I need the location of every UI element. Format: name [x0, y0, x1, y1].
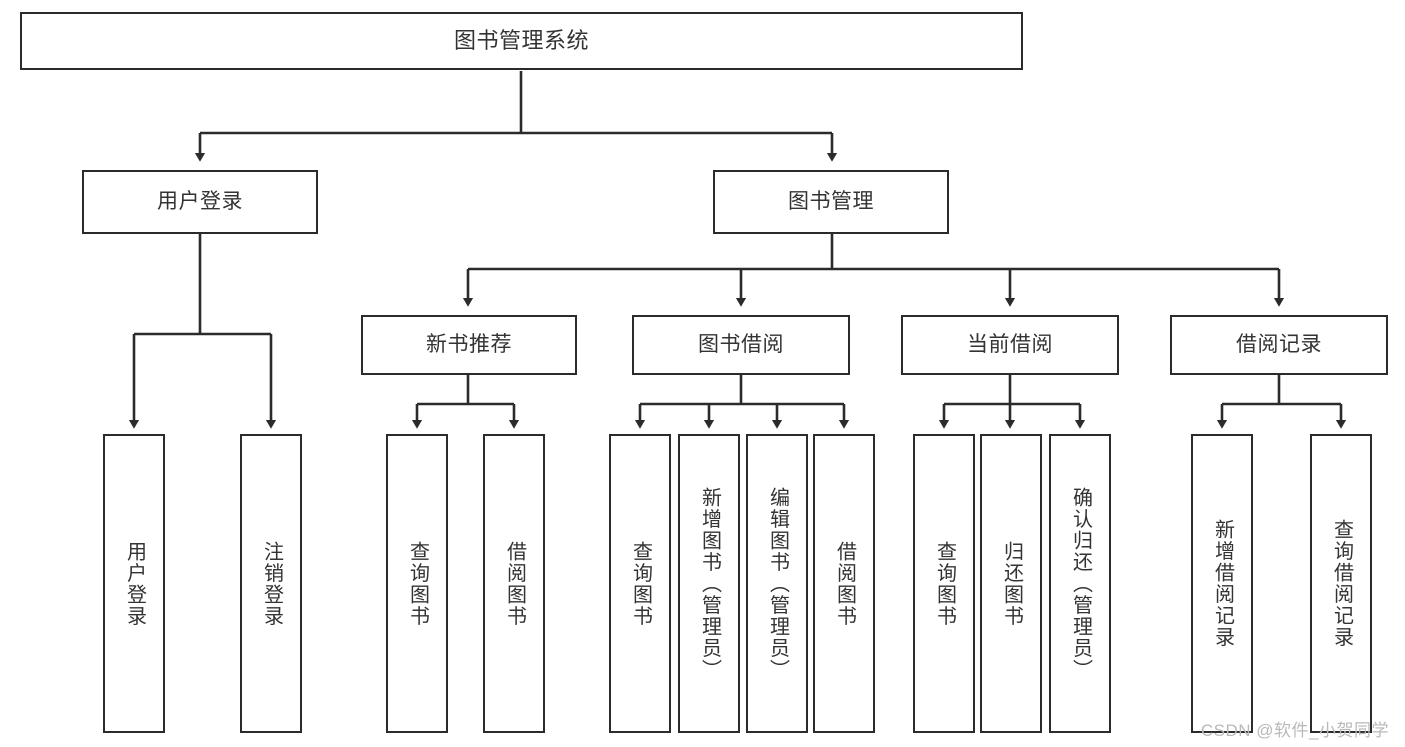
- node-leaf-query-record[interactable]: 查询借阅记录: [1310, 434, 1372, 733]
- node-borrow-record[interactable]: 借阅记录: [1170, 315, 1388, 375]
- node-leaf-borrow-book-2-label: 借阅图书: [833, 540, 856, 627]
- node-leaf-borrow-book-1[interactable]: 借阅图书: [483, 434, 545, 733]
- node-leaf-add-book[interactable]: 新增图书（管理员）: [678, 434, 740, 733]
- node-book-borrow[interactable]: 图书借阅: [632, 315, 850, 375]
- node-leaf-return-book-label: 归还图书: [1000, 540, 1023, 627]
- node-leaf-edit-book-label: 编辑图书（管理员）: [766, 486, 789, 681]
- node-borrow-record-label: 借阅记录: [1236, 333, 1322, 357]
- node-book-manage-label: 图书管理: [788, 190, 874, 214]
- node-leaf-logout[interactable]: 注销登录: [240, 434, 302, 733]
- node-current-borrow[interactable]: 当前借阅: [901, 315, 1119, 375]
- node-leaf-add-book-label: 新增图书（管理员）: [698, 486, 721, 681]
- watermark: CSDN @软件_小贺同学: [1200, 721, 1389, 740]
- node-leaf-borrow-book-2[interactable]: 借阅图书: [813, 434, 875, 733]
- node-new-book-rec-label: 新书推荐: [426, 333, 512, 357]
- node-leaf-confirm-return[interactable]: 确认归还（管理员）: [1049, 434, 1111, 733]
- node-leaf-user-login-label: 用户登录: [123, 540, 146, 627]
- node-leaf-confirm-return-label: 确认归还（管理员）: [1069, 486, 1092, 681]
- node-new-book-rec[interactable]: 新书推荐: [361, 315, 577, 375]
- node-leaf-query-record-label: 查询借阅记录: [1330, 519, 1353, 648]
- node-book-borrow-label: 图书借阅: [698, 333, 784, 357]
- node-leaf-user-login[interactable]: 用户登录: [103, 434, 165, 733]
- node-leaf-query-book-3-label: 查询图书: [933, 540, 956, 627]
- node-leaf-add-record[interactable]: 新增借阅记录: [1191, 434, 1253, 733]
- node-leaf-query-book-2[interactable]: 查询图书: [609, 434, 671, 733]
- node-leaf-edit-book[interactable]: 编辑图书（管理员）: [746, 434, 808, 733]
- node-leaf-query-book-3[interactable]: 查询图书: [913, 434, 975, 733]
- node-book-manage[interactable]: 图书管理: [713, 170, 949, 234]
- node-leaf-add-record-label: 新增借阅记录: [1211, 519, 1234, 648]
- node-leaf-borrow-book-1-label: 借阅图书: [503, 540, 526, 627]
- node-root[interactable]: 图书管理系统: [20, 12, 1023, 70]
- node-leaf-query-book-1-label: 查询图书: [406, 540, 429, 627]
- node-leaf-return-book[interactable]: 归还图书: [980, 434, 1042, 733]
- node-current-borrow-label: 当前借阅: [967, 333, 1053, 357]
- node-leaf-query-book-1[interactable]: 查询图书: [386, 434, 448, 733]
- node-root-label: 图书管理系统: [453, 27, 589, 53]
- node-leaf-query-book-2-label: 查询图书: [629, 540, 652, 627]
- node-user-login-label: 用户登录: [157, 190, 243, 214]
- node-user-login[interactable]: 用户登录: [82, 170, 318, 234]
- node-leaf-logout-label: 注销登录: [260, 540, 283, 627]
